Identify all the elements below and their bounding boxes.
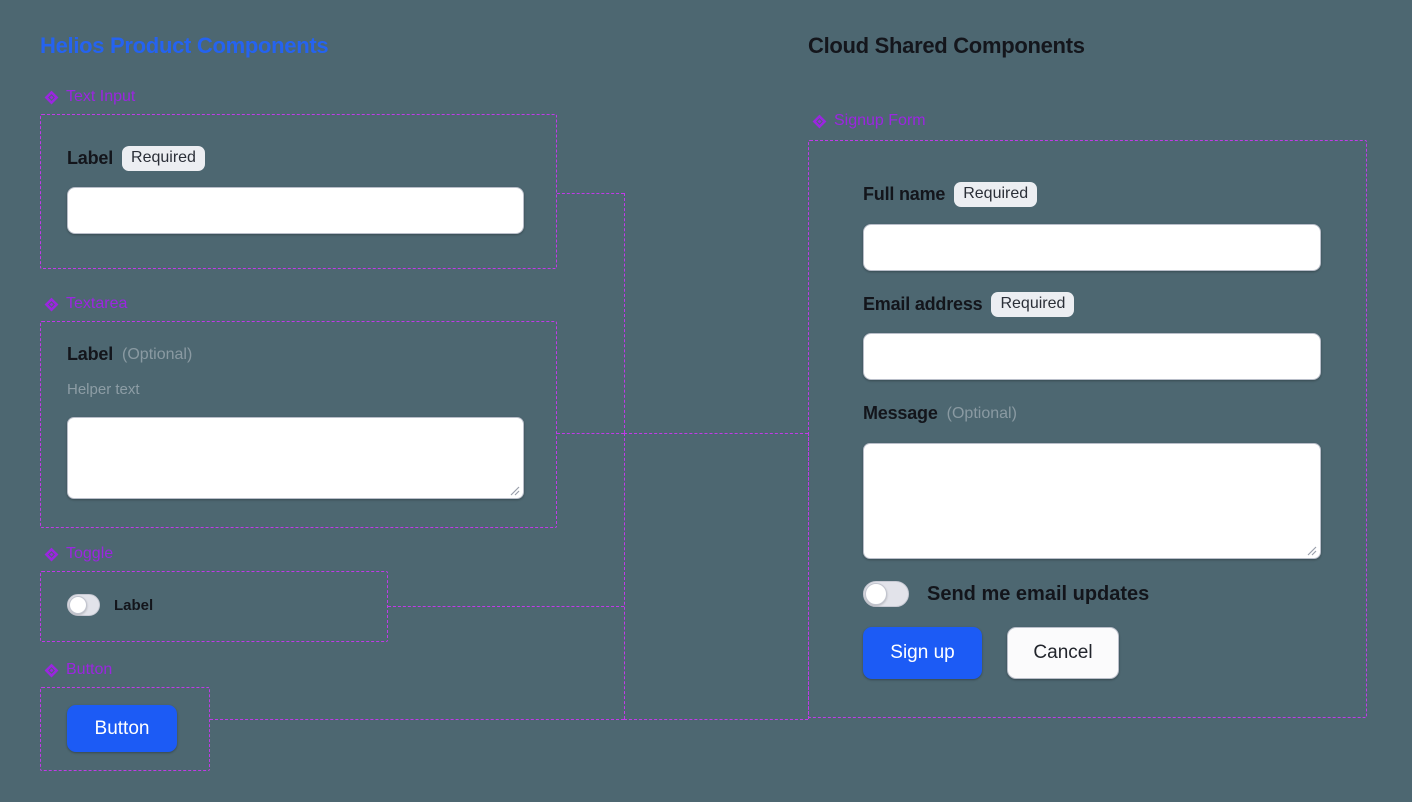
textarea-field[interactable]: [67, 417, 524, 499]
component-label-button: Button: [44, 661, 112, 679]
toggle-row: Label: [67, 594, 153, 616]
textarea-helper-text: Helper text: [67, 381, 140, 398]
full-name-required-badge: Required: [954, 182, 1038, 208]
email-address-required-badge: Required: [991, 292, 1075, 318]
component-label-text-input: Text Input: [44, 88, 135, 106]
email-address-label: Email address: [863, 294, 983, 315]
textarea-label: Label: [67, 344, 114, 364]
component-diamond-icon: [44, 90, 59, 104]
component-label-text: Signup Form: [834, 112, 926, 129]
component-diamond-icon: [812, 114, 827, 128]
email-updates-toggle[interactable]: [863, 581, 909, 607]
toggle-label: Label: [114, 596, 154, 614]
connector-text-input-horizontal: [557, 193, 624, 194]
email-updates-label: Send me email updates: [927, 582, 1150, 605]
textarea-optional-tag: (Optional): [122, 345, 193, 363]
toggle-switch[interactable]: [67, 594, 100, 616]
component-frame-signup-form: [808, 140, 1367, 718]
component-label-text: Button: [66, 661, 113, 678]
text-input-label-row: Label Required: [67, 146, 205, 172]
component-label-textarea: Textarea: [44, 295, 127, 313]
connector-trunk-upper-vertical: [624, 193, 625, 433]
demo-button[interactable]: Button: [67, 705, 177, 752]
email-address-label-row: Email address Required: [863, 292, 1075, 318]
component-diamond-icon: [44, 547, 59, 561]
message-textarea[interactable]: [863, 443, 1321, 559]
toggle-knob: [865, 583, 887, 605]
full-name-label: Full name: [863, 184, 946, 205]
right-panel-title: Cloud Shared Components: [808, 33, 1085, 58]
signup-button[interactable]: Sign up: [863, 627, 982, 679]
connector-trunk-to-signup-horizontal: [624, 433, 808, 434]
connector-bottom-rail-to-signup: [624, 719, 808, 720]
message-optional-tag: (Optional): [946, 404, 1017, 422]
left-panel-title: Helios Product Components: [40, 33, 329, 58]
connector-textarea-horizontal: [557, 433, 624, 434]
text-input-label: Label: [67, 148, 114, 169]
text-input-required-badge: Required: [122, 146, 205, 172]
component-diamond-icon: [44, 663, 59, 677]
textarea-label-row: Label (Optional): [67, 344, 192, 365]
component-label-text: Toggle: [66, 545, 114, 562]
cancel-button[interactable]: Cancel: [1007, 627, 1119, 679]
component-frame-toggle: [40, 571, 388, 642]
full-name-input[interactable]: [863, 224, 1321, 271]
component-label-text: Textarea: [66, 295, 128, 312]
component-diamond-icon: [44, 297, 59, 311]
text-input-field[interactable]: [67, 187, 524, 234]
message-label: Message: [863, 403, 938, 423]
email-updates-toggle-row: Send me email updates: [863, 581, 1149, 607]
email-address-input[interactable]: [863, 333, 1321, 380]
component-label-text: Text Input: [66, 88, 136, 105]
full-name-label-row: Full name Required: [863, 182, 1038, 208]
message-label-row: Message (Optional): [863, 403, 1017, 424]
connector-toggle-horizontal: [388, 606, 624, 607]
component-label-signup-form: Signup Form: [812, 112, 926, 130]
component-frame-textarea: [40, 321, 557, 528]
component-frame-text-input: [40, 114, 557, 269]
component-frame-button: [40, 687, 210, 771]
component-label-toggle: Toggle: [44, 545, 113, 563]
connector-bottom-rail-horizontal: [210, 719, 624, 720]
textarea-field-wrap: [67, 417, 524, 499]
toggle-knob: [69, 596, 87, 614]
connector-trunk-lower-vertical: [624, 433, 625, 719]
message-field-wrap: [863, 443, 1321, 559]
